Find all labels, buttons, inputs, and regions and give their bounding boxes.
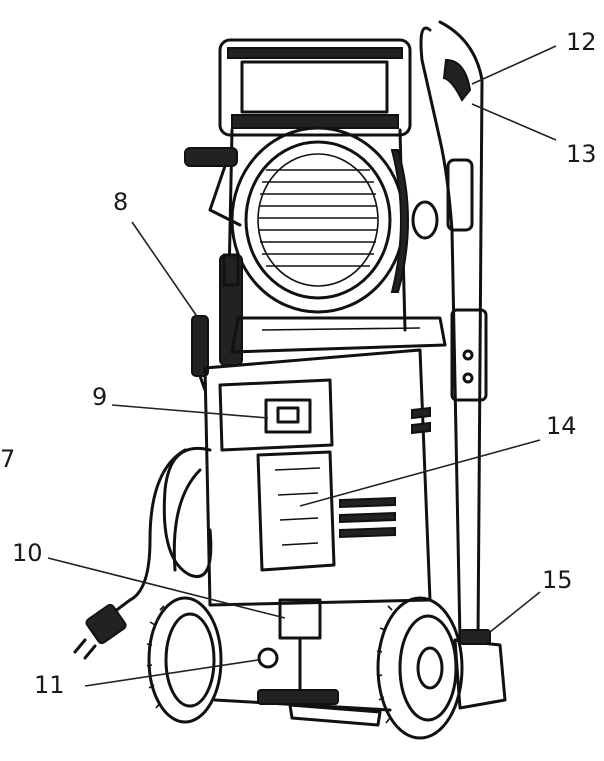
leader-9	[111, 404, 269, 419]
callout-15: 15	[542, 566, 573, 594]
leader-10	[47, 557, 286, 619]
leader-12	[471, 45, 557, 85]
callout-12: 12	[566, 28, 597, 56]
callout-10: 10	[12, 539, 43, 567]
right-wheel	[376, 596, 464, 740]
detergent-tank	[453, 629, 507, 710]
leader-8	[131, 221, 206, 329]
reel-crank	[184, 147, 242, 227]
base-axle	[213, 689, 392, 727]
callout-11: 11	[34, 671, 65, 699]
lance-column	[419, 20, 488, 642]
callout-13: 13	[566, 140, 597, 168]
switch-box-9	[264, 398, 312, 434]
leader-lines	[47, 45, 557, 687]
hose-reel	[230, 126, 439, 314]
power-cord	[73, 446, 213, 660]
left-wheel	[146, 596, 279, 724]
top-handle	[218, 38, 412, 137]
callout-7: 7	[0, 445, 16, 473]
leader-13	[471, 103, 557, 141]
leader-14	[299, 439, 541, 507]
lower-box	[278, 598, 322, 692]
callout-8: 8	[113, 188, 129, 216]
leader-11	[84, 659, 259, 687]
accessory-tray	[230, 316, 447, 354]
main-body	[203, 348, 432, 607]
callout-9: 9	[92, 383, 108, 411]
lance-holder	[219, 253, 243, 366]
leader-15	[479, 591, 541, 641]
callout-14: 14	[546, 412, 577, 440]
